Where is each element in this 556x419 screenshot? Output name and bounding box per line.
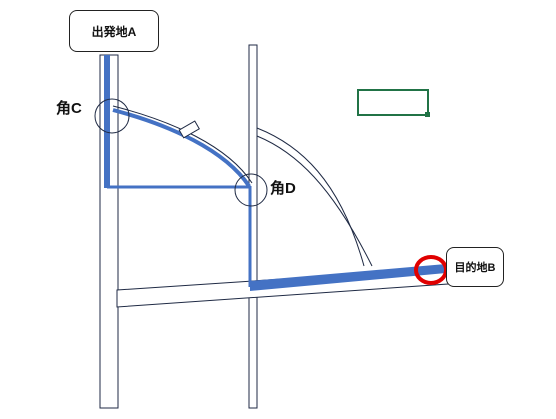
- curved-road-outer: [256, 127, 365, 267]
- corner-d-circle: [234, 173, 268, 207]
- origin-label: 出発地A: [69, 10, 159, 52]
- route-d-to-b: [250, 264, 446, 291]
- curve-marker: [178, 120, 200, 139]
- selected-cell[interactable]: [357, 89, 429, 116]
- route-c-to-d-curve: [112, 108, 251, 188]
- curved-road-inner: [256, 135, 373, 267]
- corner-c-label: 角C: [56, 100, 82, 117]
- route-curve-outline: [112, 105, 253, 184]
- destination-label: 目的地B: [446, 247, 504, 287]
- corner-c-circle: [94, 98, 130, 134]
- selection-fill-handle[interactable]: [425, 112, 430, 117]
- corner-d-label: 角D: [270, 180, 296, 197]
